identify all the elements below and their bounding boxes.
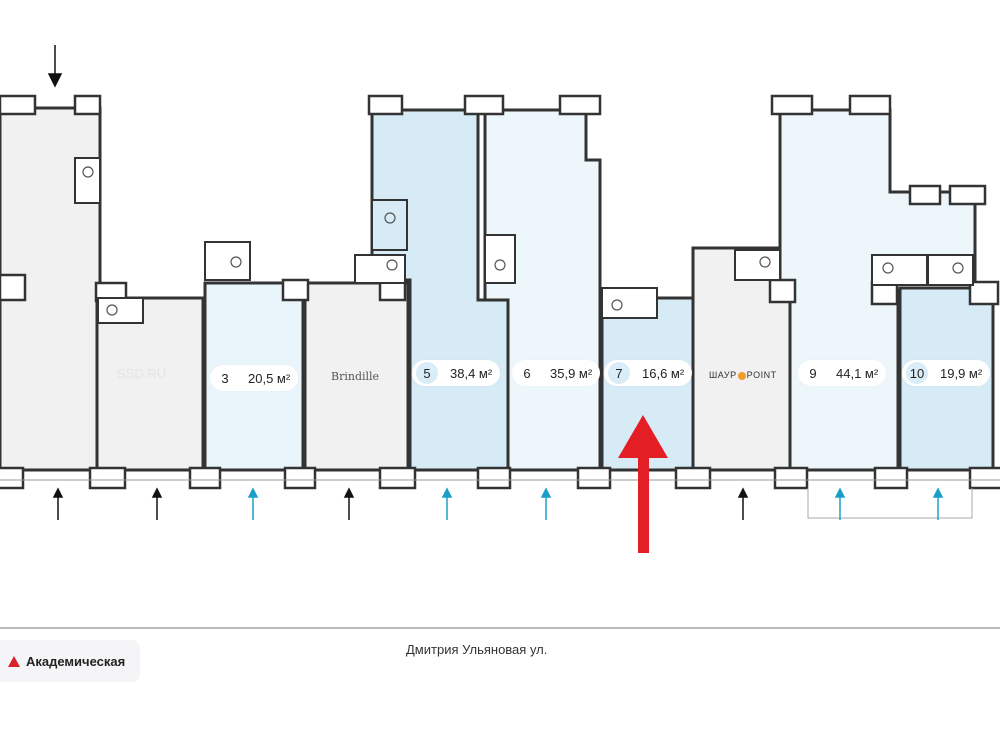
room-label-5[interactable]: 5 38,4 м² — [412, 360, 501, 386]
room-label-6[interactable]: 6 35,9 м² — [512, 360, 601, 386]
room-area: 20,5 м² — [248, 370, 291, 386]
room-area: 19,9 м² — [940, 365, 983, 381]
room-number: 10 — [906, 362, 928, 384]
bathroom — [204, 241, 251, 281]
bathroom — [927, 254, 974, 286]
entry-arrow — [47, 45, 63, 88]
room-area: 35,9 м² — [550, 365, 593, 381]
bathroom — [371, 199, 408, 251]
highlight-arrow-icon — [618, 415, 668, 553]
room-area: 44,1 м² — [836, 365, 879, 381]
tenant-brindille: Brindille — [331, 370, 380, 383]
bathroom — [484, 234, 516, 284]
metro-station: Академическая — [0, 640, 140, 682]
metro-name: Академическая — [26, 653, 126, 669]
room-label-7[interactable]: 7 16,6 м² — [604, 360, 693, 386]
bathroom — [354, 254, 406, 284]
room-number: 9 — [809, 365, 817, 381]
room-area: 38,4 м² — [450, 365, 493, 381]
room-number: 3 — [221, 370, 229, 386]
room-label-9[interactable]: 9 44,1 м² — [798, 360, 887, 386]
room-number: 6 — [523, 365, 531, 381]
bathroom — [871, 254, 928, 286]
room-label-3[interactable]: 3 20,5 м² — [210, 365, 299, 391]
bathroom — [97, 297, 144, 324]
room-area: 16,6 м² — [642, 365, 685, 381]
bathroom — [734, 249, 781, 281]
street-name: Дмитрия Ульяновая ул. — [406, 642, 548, 657]
room-number: 7 — [608, 362, 630, 384]
logo-dot-icon — [737, 371, 746, 380]
bathroom — [601, 287, 658, 319]
watermark: SSD.RU — [117, 366, 167, 381]
room-label-10[interactable]: 10 19,9 м² — [902, 360, 991, 386]
metro-icon — [8, 655, 20, 667]
bathroom — [74, 157, 101, 204]
room-number: 5 — [416, 362, 438, 384]
